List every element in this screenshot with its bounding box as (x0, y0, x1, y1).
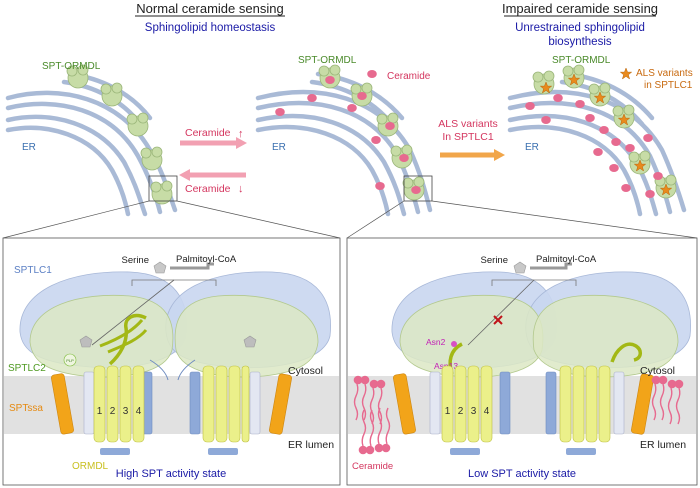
palmitoyl-coa-label-left: Palmitoyl-CoA (176, 254, 237, 265)
er-label-middle: ER (272, 142, 286, 153)
zoom-box-middle (403, 175, 433, 202)
asn2-label: Asn2 (426, 337, 446, 347)
cytosol-label-left: Cytosol (288, 365, 323, 377)
panel-high-spt: SPTLC1 SPTLC2 SPTssa ORMDL Cytosol ER lu… (2, 237, 341, 486)
tm3-label-left: 3 (123, 406, 129, 417)
als-variants-arrow: ALS variants In SPTLC1 (438, 118, 505, 161)
ceramide-dots-middle (275, 70, 421, 194)
right-subtitle-line2: biosynthesis (548, 36, 612, 48)
tm1-label-right: 1 (445, 406, 451, 417)
ceramide-dots-right (525, 94, 663, 198)
er-label-left: ER (22, 142, 36, 153)
ormdl-nterm-right-b (610, 342, 642, 363)
tm2-label-left: 2 (110, 406, 116, 417)
tm1-label-left: 1 (97, 406, 103, 417)
ormdl-nterm-left (108, 313, 147, 366)
sptssa-helix-left-b (269, 373, 292, 435)
ormdl-label: ORMDL (72, 461, 109, 472)
svg-text:in SPTLC1: in SPTLC1 (644, 80, 693, 91)
svg-text:↑: ↑ (238, 128, 244, 140)
svg-text:Ceramide: Ceramide (185, 183, 231, 195)
panel-low-spt: Serine Palmitoyl-CoA Asn2 Asn13 (346, 237, 698, 486)
sptssa-label: SPTssa (9, 403, 43, 414)
right-subtitle-line1: Unrestrained sphingolipid (515, 22, 645, 34)
svg-text:PLP: PLP (66, 358, 74, 363)
tm4-label-left: 4 (136, 406, 142, 417)
sptssa-helix-left-a (51, 373, 74, 435)
right-title: Impaired ceramide sensing (502, 1, 658, 16)
svg-text:ALS variants: ALS variants (438, 118, 498, 130)
svg-text:ALS variants: ALS variants (636, 68, 693, 79)
zoom-box-left (148, 175, 178, 202)
spt-ormdl-complexes-middle (318, 64, 425, 201)
als-legend: ALS variants in SPTLC1 (620, 67, 693, 91)
left-subtitle: Sphingolipid homeostasis (145, 22, 276, 34)
plp-circle (63, 353, 77, 367)
serine-label-right: Serine (481, 255, 508, 266)
tm3-label-right: 3 (471, 406, 477, 417)
er-lumen-label-left: ER lumen (288, 439, 334, 451)
low-spt-state-label: Low SPT activity state (468, 468, 576, 480)
tm2-label-right: 2 (458, 406, 464, 417)
spt-ormdl-label-left: SPT-ORMDL (42, 61, 101, 72)
sptlc1-label: SPTLC1 (14, 265, 52, 276)
er-lumen-label-right: ER lumen (640, 439, 686, 451)
cytosol-label-right: Cytosol (640, 365, 675, 377)
ceramide-up-arrow: Ceramide ↑ (180, 127, 247, 149)
high-spt-state-label: High SPT activity state (116, 468, 226, 480)
er-label-right: ER (525, 142, 539, 153)
ceramide-legend-label: Ceramide (387, 71, 431, 82)
ceramide-label-panel: Ceramide (352, 461, 393, 472)
ceramide-down-arrow: Ceramide ↓ (179, 169, 246, 195)
svg-text:↓: ↓ (238, 183, 244, 195)
serine-label-left: Serine (122, 255, 149, 266)
sptlc2-label: SPTLC2 (8, 363, 46, 374)
ormdl-tm-left (93, 365, 250, 443)
serine-pentagon-left (153, 261, 167, 274)
svg-text:Ceramide: Ceramide (185, 127, 231, 139)
spt-ormdl-label-right: SPT-ORMDL (552, 55, 611, 66)
svg-text:In SPTLC1: In SPTLC1 (442, 131, 494, 143)
zoom-lines (2, 200, 698, 239)
block-x-mark (493, 315, 503, 325)
left-title: Normal ceramide sensing (136, 1, 283, 16)
spt-ormdl-label-middle: SPT-ORMDL (298, 55, 357, 66)
palmitoyl-coa-left (170, 262, 214, 270)
palmitoyl-coa-label-right: Palmitoyl-CoA (536, 254, 597, 265)
tm4-label-right: 4 (484, 406, 490, 417)
